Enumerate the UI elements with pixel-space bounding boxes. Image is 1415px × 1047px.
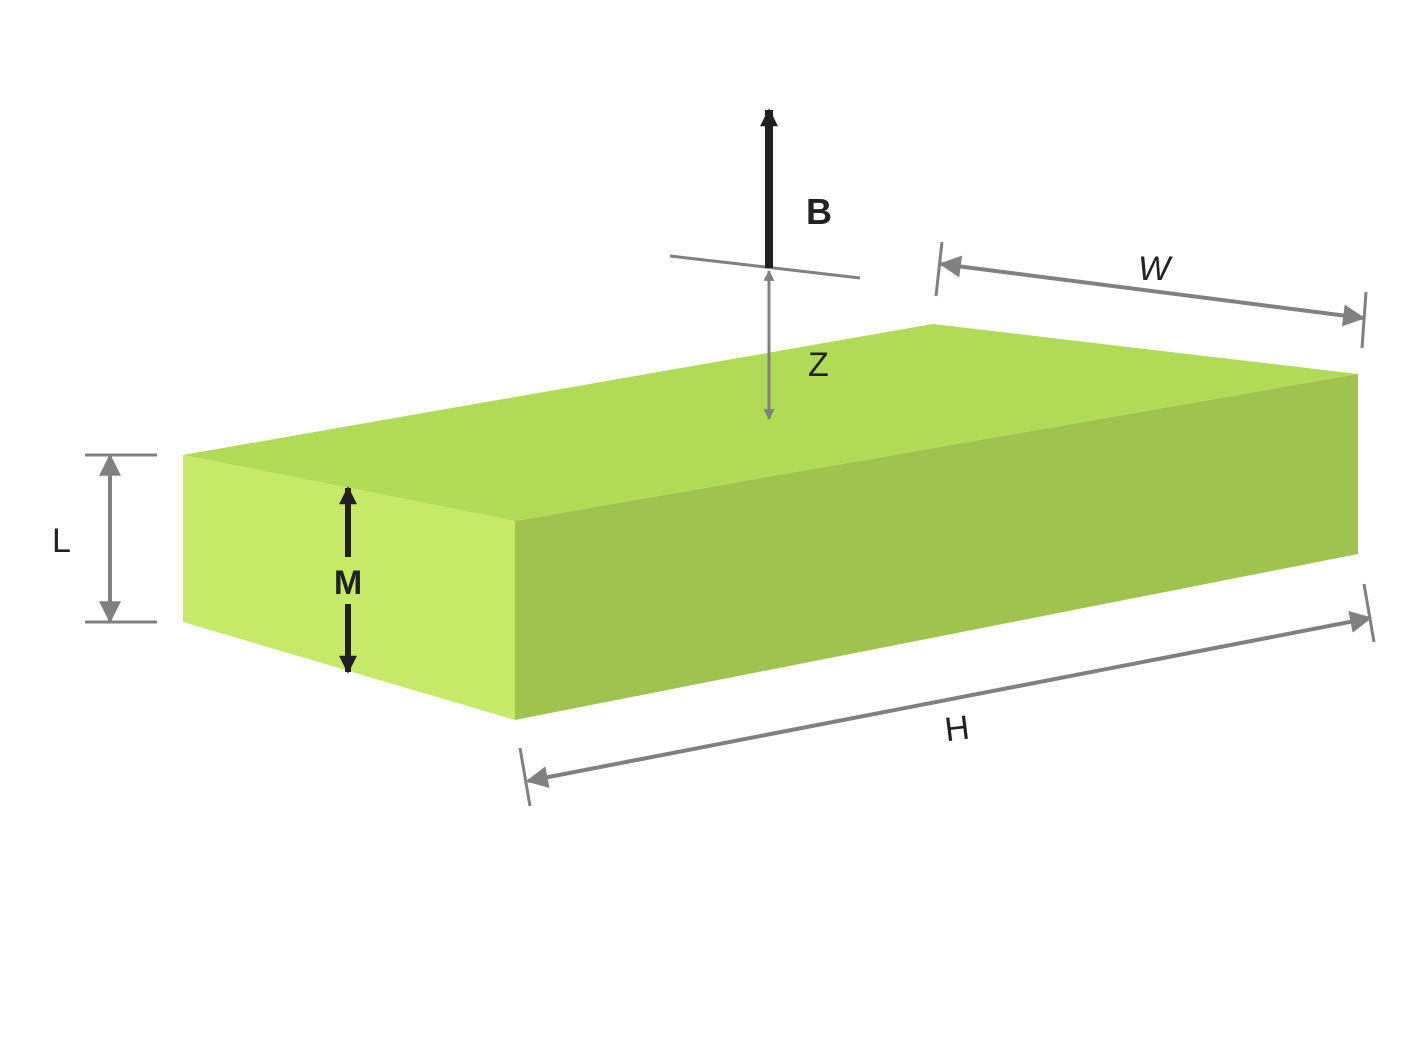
width-tick-left <box>934 241 944 297</box>
height-tick-left <box>518 747 532 807</box>
width-arrow <box>938 255 1366 327</box>
width-label: W <box>1138 250 1173 288</box>
magnetization-label: M <box>334 564 362 602</box>
block-front-face <box>183 455 515 720</box>
height-arrow <box>525 610 1373 789</box>
height-label: H <box>943 709 972 750</box>
block-top-face <box>183 324 1358 521</box>
field-label: B <box>806 191 832 232</box>
length-label: L <box>52 522 71 560</box>
distance-label: Z <box>808 346 829 384</box>
width-tick-right <box>1360 291 1368 349</box>
height-tick-right <box>1362 583 1376 643</box>
